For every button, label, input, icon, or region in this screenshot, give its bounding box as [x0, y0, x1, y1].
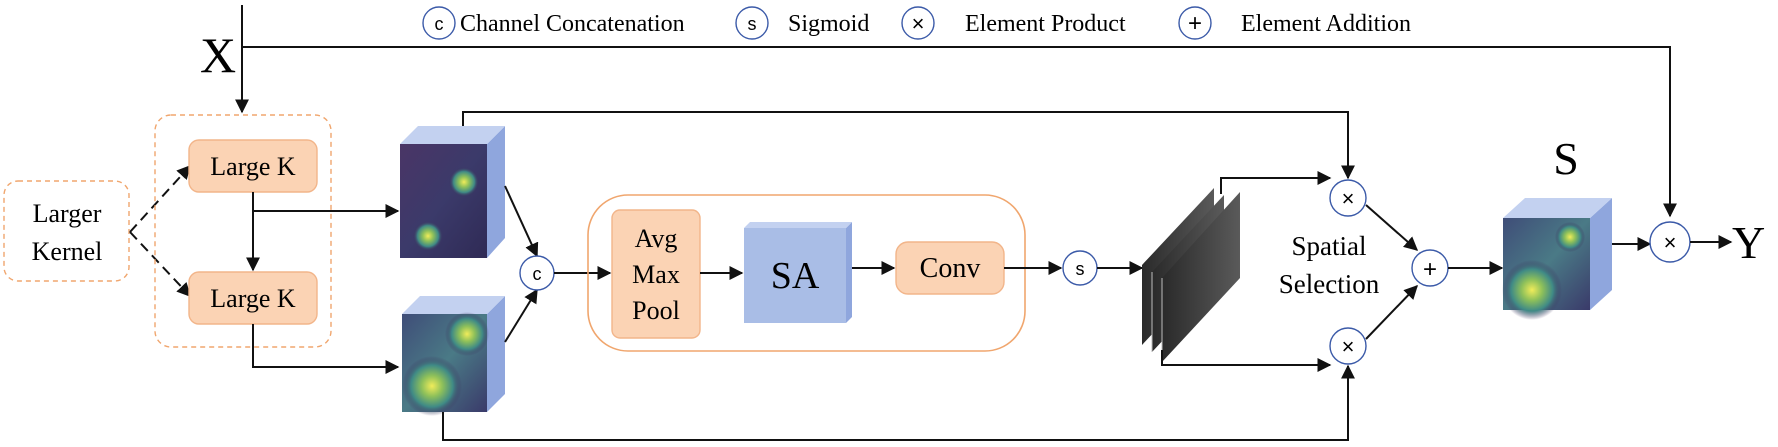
attention-maps — [1142, 188, 1240, 362]
feature-map-top — [400, 126, 505, 258]
upper-product-symbol: × — [1342, 186, 1355, 211]
feature-map-top-hotspot-b — [413, 221, 443, 251]
skip-connection-arrow — [242, 46, 1677, 218]
legend-addition-label: Element Addition — [1241, 11, 1411, 37]
output-map-roof — [1503, 198, 1612, 218]
legend-product-label: Element Product — [965, 11, 1126, 37]
larger-kernel-box — [3, 180, 130, 282]
feature-map-top-hotspot-a — [449, 167, 479, 197]
sa-label: SA — [771, 255, 820, 297]
output-label: Y — [1732, 217, 1765, 268]
legend-concat-symbol: c — [435, 14, 444, 34]
map-bottom-to-product-arrow — [442, 364, 1355, 441]
slabs-to-upper-product-arrow — [1220, 171, 1332, 194]
large-k-bottom-label: Large K — [210, 284, 296, 313]
output-map-hotspot-b — [1555, 222, 1585, 252]
legend-product-icon — [901, 6, 935, 40]
attention-block — [587, 194, 1026, 352]
legend-product-symbol: × — [912, 11, 925, 36]
large-k-group — [154, 114, 332, 348]
legend-addition-icon — [1178, 6, 1212, 40]
feature-map-bottom — [402, 296, 505, 416]
feature-map-bottom-hotspot-b — [445, 312, 489, 356]
map-top-to-product-arrow — [462, 111, 1355, 180]
upper-product-node — [1329, 179, 1367, 217]
legend-concat-icon — [422, 6, 456, 40]
legend-sigmoid-symbol: s — [748, 14, 757, 34]
lower-product-to-add-arrow — [1365, 284, 1418, 340]
feature-map-top-side — [487, 126, 505, 258]
output-map-hotspot-a — [1502, 260, 1562, 320]
pool-line2: Max — [632, 260, 680, 289]
large-k-top-label: Large K — [210, 152, 296, 181]
upper-product-to-add-arrow — [1365, 204, 1419, 251]
dashed-arrow-top — [129, 164, 191, 233]
feature-map-bottom-roof — [402, 296, 505, 314]
lower-product-symbol: × — [1342, 334, 1355, 359]
legend-sigmoid-label: Sigmoid — [788, 11, 869, 37]
output-feature-map — [1502, 198, 1612, 320]
pool-line1: Avg — [635, 224, 678, 253]
pool-line3: Pool — [632, 296, 680, 325]
spatial-selection-line2: Selection — [1279, 269, 1380, 299]
output-map-side — [1590, 198, 1612, 310]
legend: c Channel Concatenation s Sigmoid × Elem… — [422, 6, 1411, 40]
lower-product-node — [1329, 327, 1367, 365]
legend-sigmoid-icon — [735, 6, 769, 40]
sigmoid-symbol: s — [1076, 259, 1085, 279]
sa-block — [744, 228, 846, 323]
sa-block-roof — [744, 222, 852, 228]
feature-map-top-face — [400, 144, 487, 258]
legend-addition-symbol: + — [1188, 10, 1202, 37]
larger-kernel-line2: Kernel — [32, 237, 103, 266]
feature-map-bottom-side — [487, 296, 505, 412]
feature-map-bottom-hotspot-a — [402, 356, 462, 416]
concat-symbol: c — [533, 264, 542, 284]
dashed-arrow-bottom — [129, 231, 191, 298]
s-label: S — [1553, 133, 1579, 184]
input-label: X — [200, 27, 236, 83]
legend-concat-label: Channel Concatenation — [460, 11, 685, 37]
large-k-bottom-to-map-arrow — [252, 324, 400, 374]
add-symbol: + — [1423, 256, 1437, 283]
sa-block-side — [846, 222, 852, 323]
map-top-to-concat-arrow — [504, 185, 539, 258]
larger-kernel-line1: Larger — [33, 199, 102, 228]
attention-slab-front — [1162, 192, 1240, 362]
feature-map-top-roof — [400, 126, 505, 144]
final-product-symbol: × — [1664, 230, 1677, 255]
map-bottom-to-concat-arrow — [504, 288, 538, 343]
conv-label: Conv — [920, 253, 981, 284]
spatial-selection-line1: Spatial — [1292, 231, 1367, 261]
slabs-to-lower-product-arrow — [1161, 350, 1332, 372]
